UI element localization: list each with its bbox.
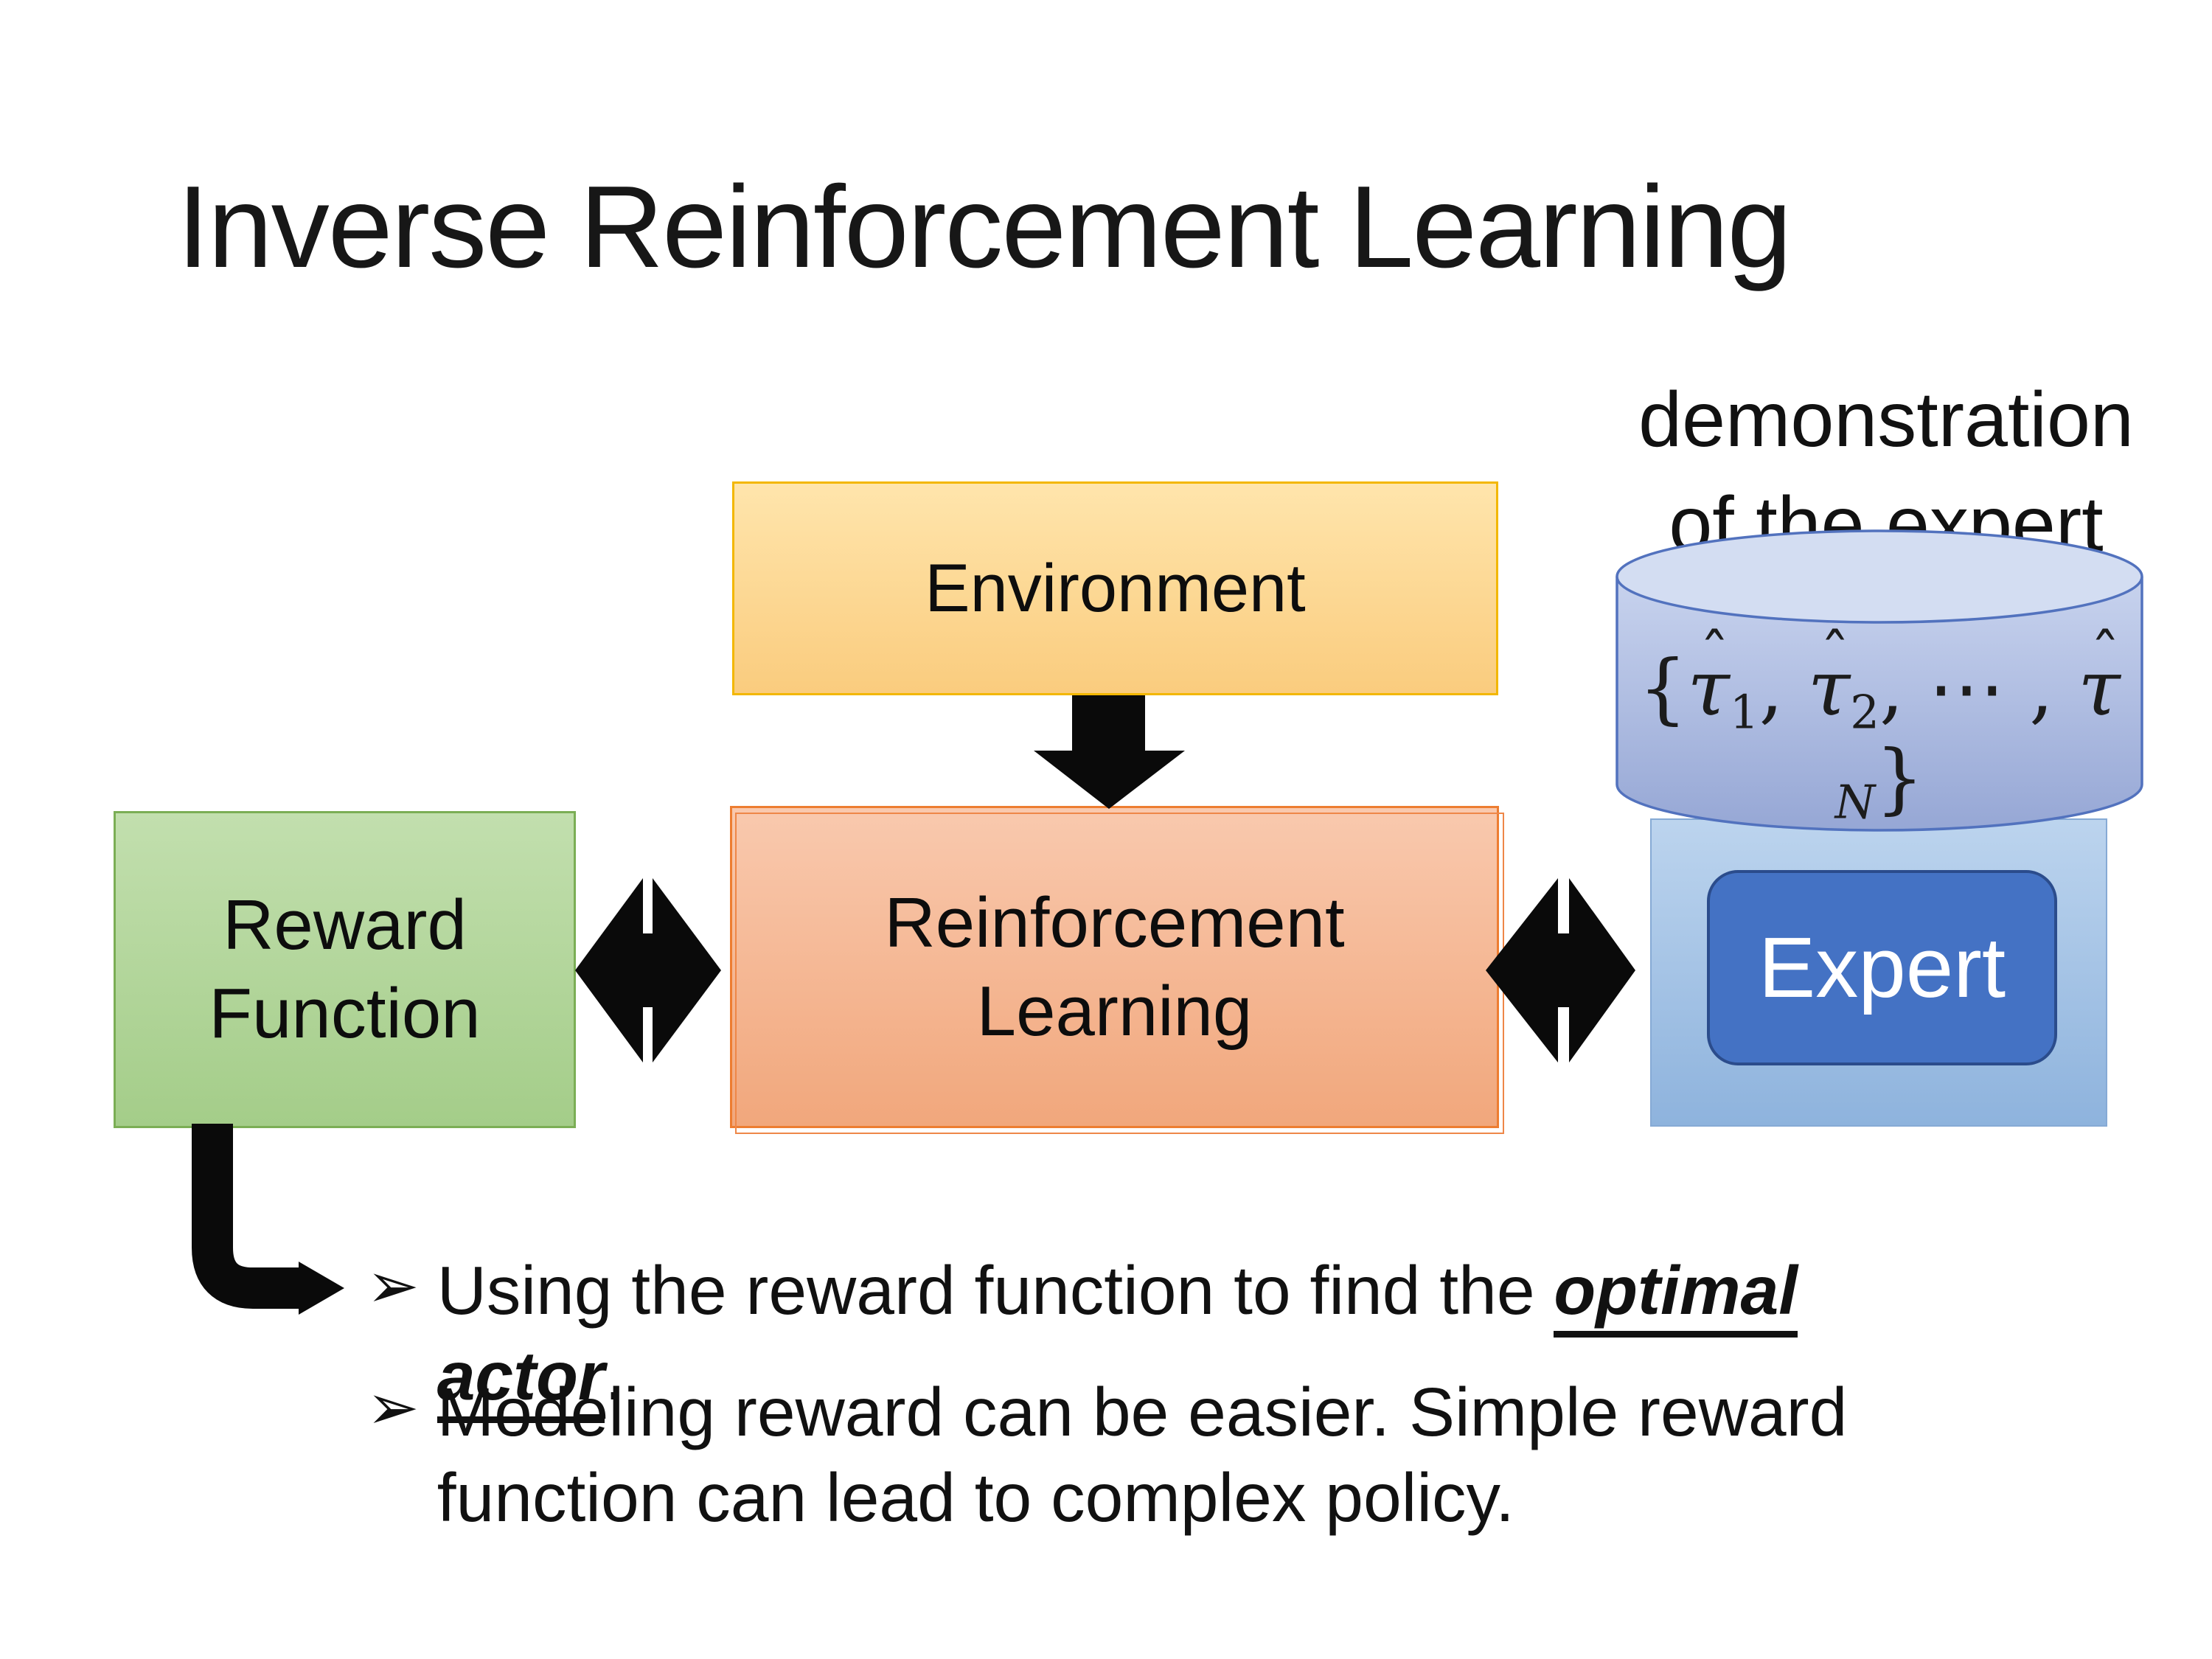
cylinder-body	[1615, 577, 2143, 832]
bullet-2-arrow-marker: ➢	[366, 1373, 420, 1443]
bullet-2: ➢ Modeling reward can be easier. Simple …	[366, 1369, 1847, 1541]
reward-function-label: Reward Function	[209, 886, 481, 1053]
environment-box: Environment	[732, 481, 1498, 695]
page-title: Inverse Reinforcement Learning	[177, 162, 1792, 292]
reinforcement-learning-box: Reinforcement Learning	[730, 806, 1499, 1128]
cylinder-top-ellipse	[1615, 529, 2143, 624]
down-arrow-environment-to-rl	[1034, 695, 1185, 809]
demonstration-label-line1: demonstration	[1638, 376, 2134, 463]
environment-label: Environment	[925, 550, 1306, 626]
double-arrow-reward-rl	[575, 878, 721, 1062]
demonstration-cylinder	[1615, 529, 2143, 832]
expert-label: Expert	[1758, 919, 2006, 1015]
bullet-2-text: Modeling reward can be easier. Simple re…	[437, 1374, 1848, 1537]
double-arrow-rl-expert	[1486, 878, 1635, 1062]
expert-box: Expert	[1707, 870, 2057, 1065]
bullet-1-arrow-marker: ➢	[366, 1251, 420, 1321]
demonstration-label: demonstration of the expert	[1591, 367, 2181, 577]
reinforcement-learning-label: Reinforcement Learning	[884, 883, 1345, 1051]
bullet-1-text: Using the reward function to find the op…	[437, 1248, 1949, 1424]
elbow-arrow-reward-to-bullets	[192, 1124, 344, 1315]
reward-function-box: Reward Function	[114, 811, 576, 1128]
bullet-1: ➢ Using the reward function to find the …	[366, 1248, 1949, 1424]
